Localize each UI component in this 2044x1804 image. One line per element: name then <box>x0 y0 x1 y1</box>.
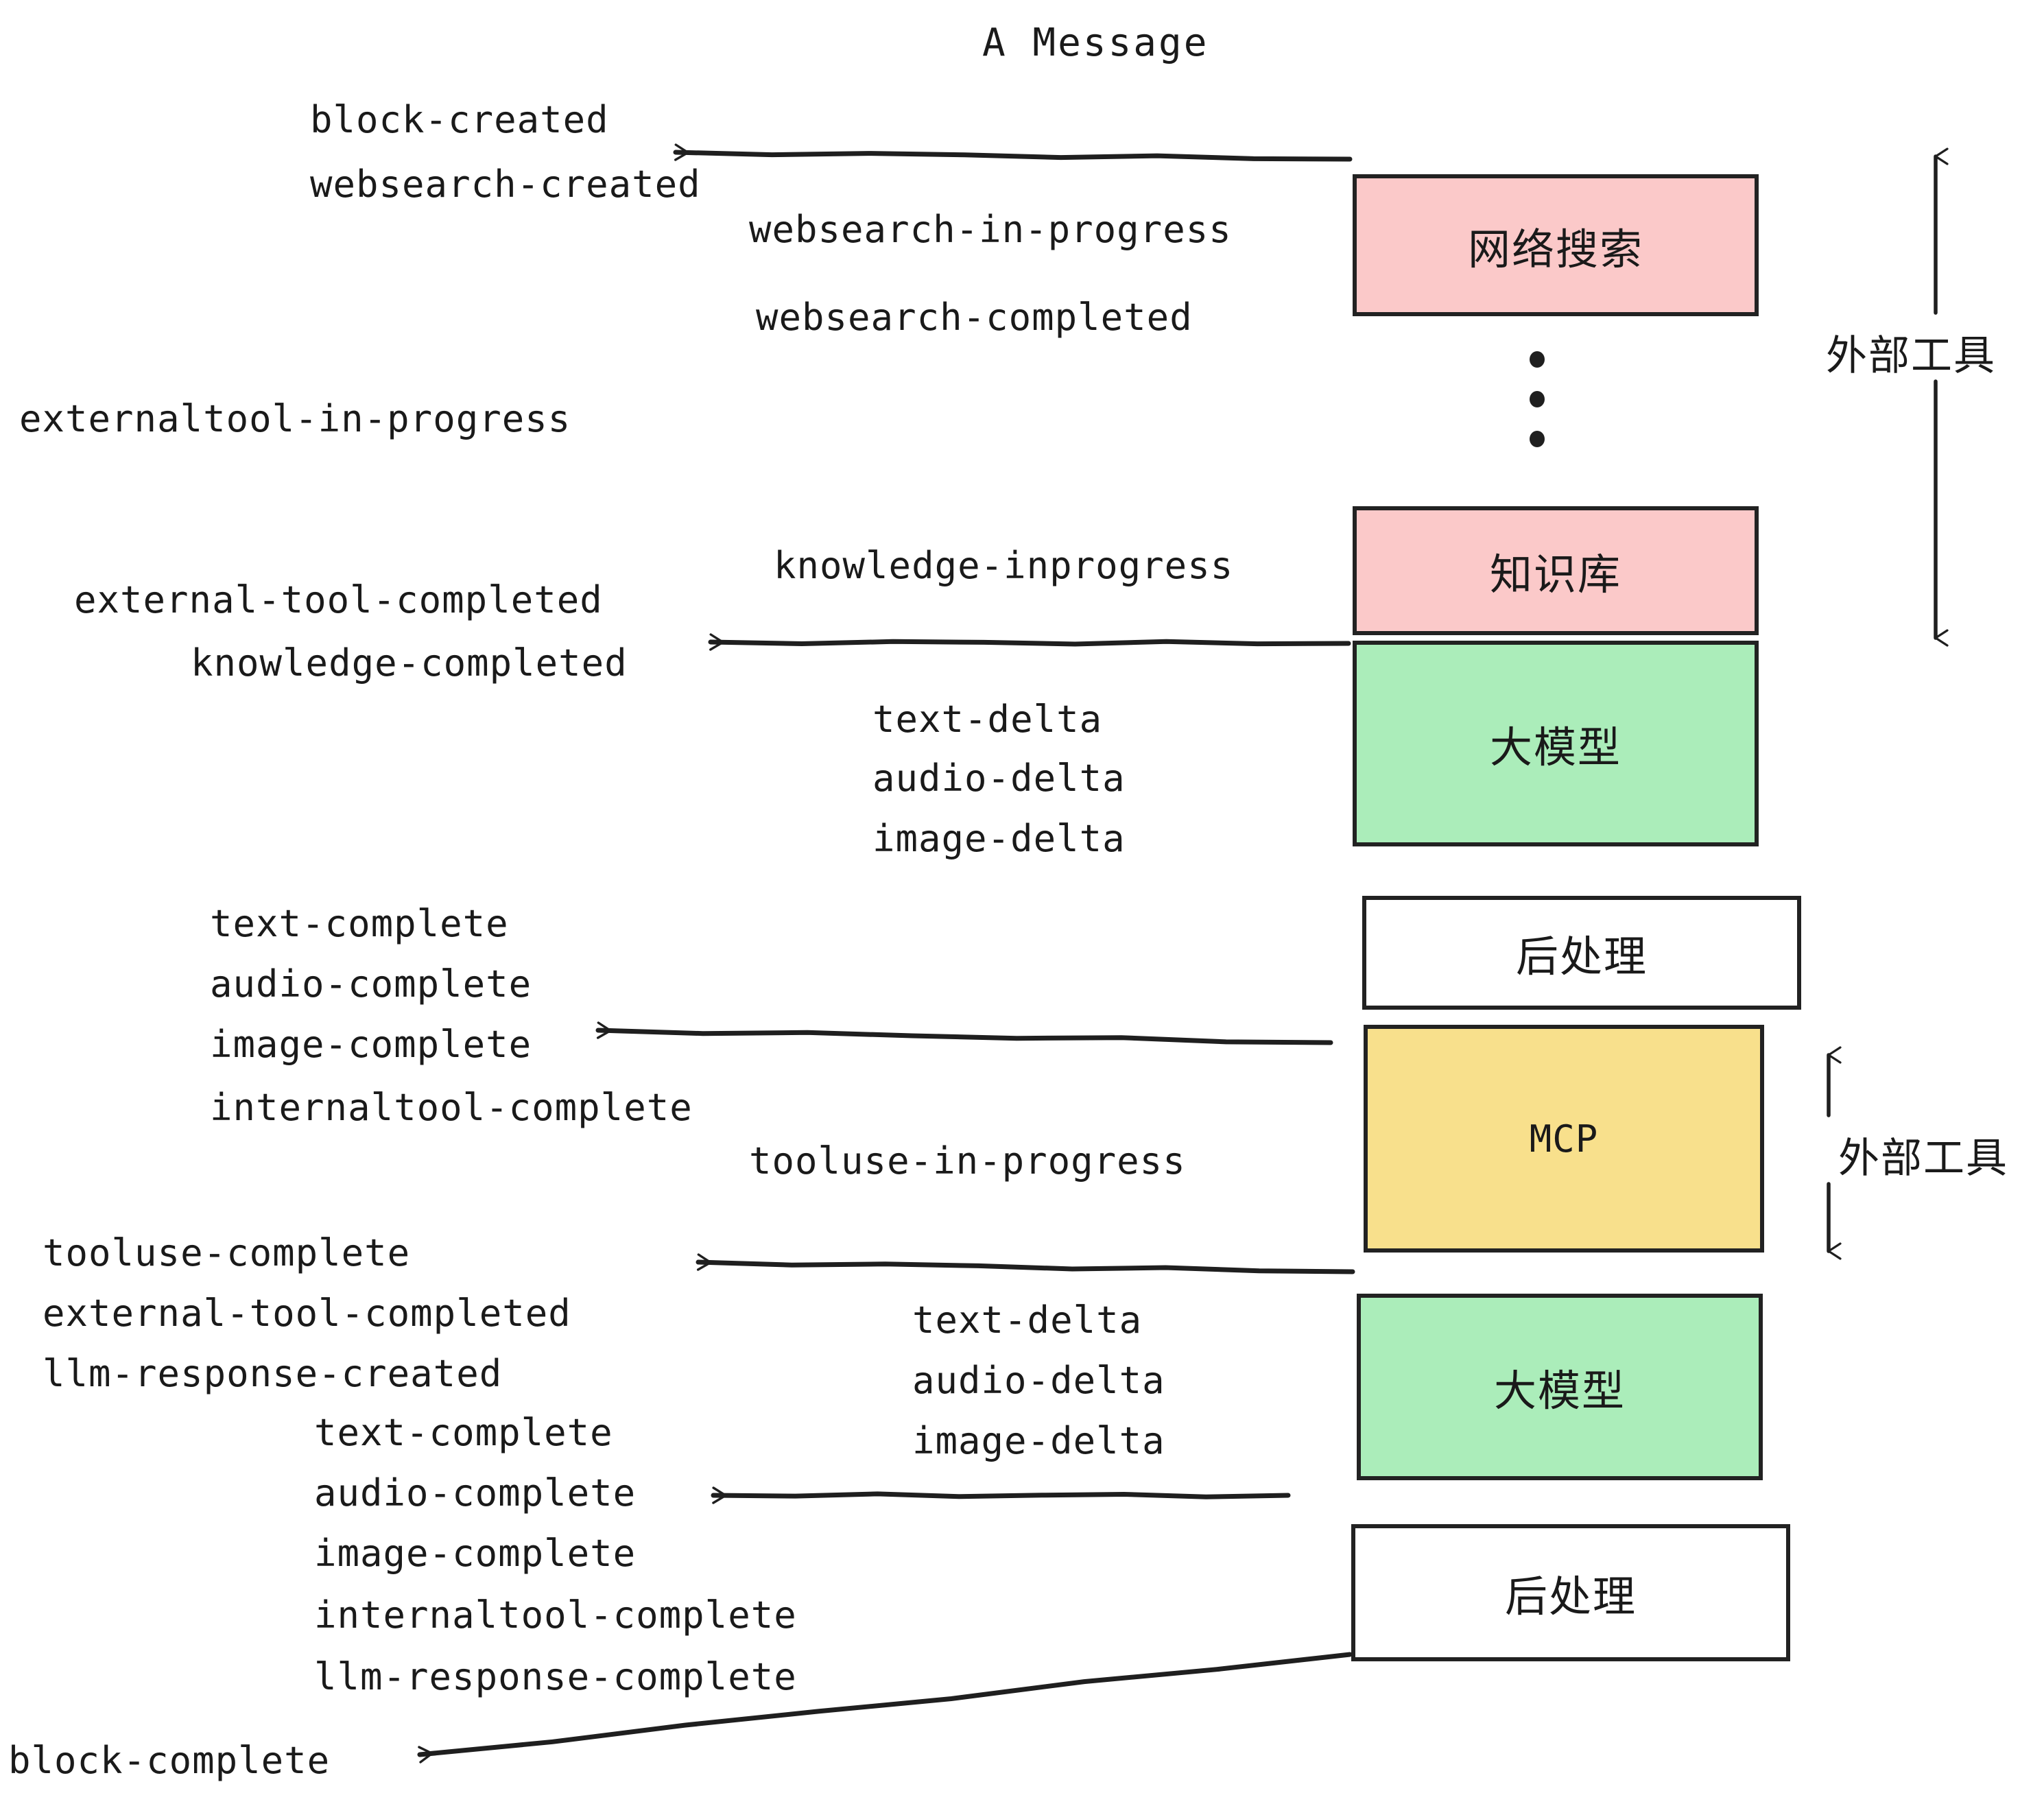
node-postproc-1: 后处理 <box>1362 896 1801 1010</box>
node-postproc-2: 后处理 <box>1351 1524 1790 1661</box>
event-label-llm-response-complete: llm-response-complete <box>314 1655 797 1698</box>
node-mcp: MCP <box>1364 1025 1764 1253</box>
event-label-tooluse-complete: tooluse-complete <box>43 1231 411 1274</box>
arrow-knowledge-to-left <box>708 633 1351 651</box>
event-label-audio-delta-2: audio-delta <box>912 1359 1165 1402</box>
event-label-block-created: block-created <box>310 98 609 141</box>
event-label-image-delta-2: image-delta <box>912 1419 1165 1462</box>
event-label-block-complete: block-complete <box>8 1739 331 1782</box>
event-label-internaltool-complete-1: internaltool-complete <box>210 1086 693 1129</box>
event-label-tooluse-in-progress: tooluse-in-progress <box>749 1139 1186 1183</box>
event-label-audio-complete-2: audio-complete <box>314 1471 637 1515</box>
node-knowledge: 知识库 <box>1353 506 1759 635</box>
event-label-audio-delta-1: audio-delta <box>872 757 1126 800</box>
event-label-text-complete-2: text-complete <box>314 1411 613 1454</box>
event-label-text-complete-1: text-complete <box>210 902 509 945</box>
event-label-audio-complete-1: audio-complete <box>210 962 532 1006</box>
event-label-image-complete-1: image-complete <box>210 1023 532 1066</box>
event-label-text-delta-2: text-delta <box>912 1298 1143 1342</box>
ellipsis-dot <box>1530 351 1545 368</box>
vertical-ellipsis-icon <box>1530 351 1545 447</box>
node-llm-1: 大模型 <box>1353 641 1759 846</box>
event-label-image-delta-1: image-delta <box>872 817 1126 860</box>
arrow-postproc1-to-left <box>595 1021 1333 1045</box>
arrow-llm2-to-left <box>711 1486 1291 1504</box>
side-label-external-tools-bottom: 外部工具 <box>1838 1135 2008 1183</box>
side-label-external-tools-top: 外部工具 <box>1826 332 1996 380</box>
ellipsis-dot <box>1530 431 1545 447</box>
event-label-externaltool-in-progress: externaltool-in-progress <box>19 397 571 440</box>
event-label-websearch-in-progress: websearch-in-progress <box>749 208 1232 251</box>
event-label-external-tool-completed-1: external-tool-completed <box>74 578 603 621</box>
node-llm-2: 大模型 <box>1357 1294 1763 1480</box>
event-label-internaltool-complete-2: internaltool-complete <box>314 1593 797 1637</box>
ellipsis-dot <box>1530 391 1545 407</box>
event-label-external-tool-completed-2: external-tool-completed <box>43 1292 571 1335</box>
event-label-llm-response-created: llm-response-created <box>43 1352 503 1395</box>
event-label-knowledge-inprogress: knowledge-inprogress <box>774 544 1234 587</box>
arrow-mcp-to-left <box>696 1253 1355 1274</box>
event-label-image-complete-2: image-complete <box>314 1532 637 1575</box>
event-label-knowledge-completed: knowledge-completed <box>191 641 628 685</box>
event-label-websearch-created: websearch-created <box>310 163 701 206</box>
event-label-websearch-completed: websearch-completed <box>756 296 1193 339</box>
event-label-text-delta-1: text-delta <box>872 698 1103 741</box>
page-title: A Message <box>982 21 1209 65</box>
arrow-websearch-to-block <box>673 143 1353 162</box>
node-websearch: 网络搜索 <box>1353 174 1759 316</box>
